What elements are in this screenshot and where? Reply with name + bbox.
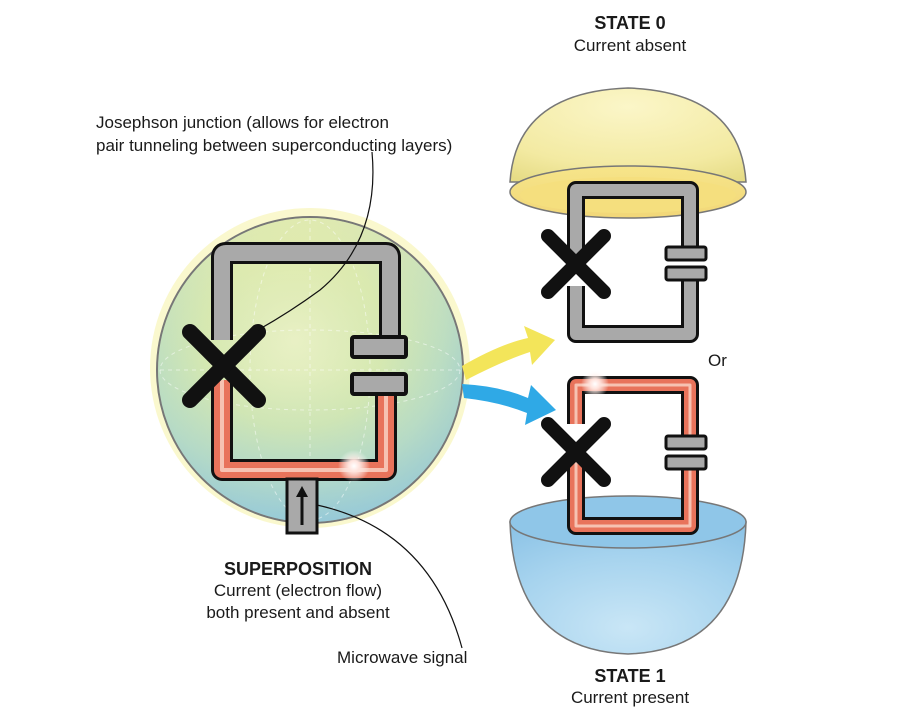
state0-title: STATE 0 (594, 13, 666, 33)
state1-subtitle: Current present (570, 688, 690, 707)
state0-subtitle: Current absent (573, 36, 687, 55)
junction-label-line1: Josephson junction (allows for electron (96, 113, 389, 132)
arrow-to-state0 (462, 326, 555, 380)
blue-bowl (509, 521, 747, 655)
yellow-dome (509, 87, 747, 183)
microwave-leader-line (316, 504, 463, 649)
state1-title: STATE 1 (594, 666, 666, 686)
state1-sparkle (581, 370, 609, 398)
capacitor-plate-top (350, 335, 408, 359)
current-sparkle (338, 450, 370, 482)
junction-leader-line (257, 151, 374, 331)
state1-illustration (509, 370, 747, 655)
superposition-loop (211, 242, 408, 535)
microwave-label: Microwave signal (337, 648, 468, 667)
or-label: Or (708, 351, 727, 370)
state0-illustration (509, 87, 747, 343)
superposition-line1: Current (electron flow) (213, 581, 383, 600)
superposition-title: SUPERPOSITION (223, 559, 373, 579)
capacitor-plate-bottom (350, 372, 408, 396)
junction-label-line2: pair tunneling between superconducting l… (96, 136, 453, 155)
josephson-junction-x (182, 324, 266, 408)
superposition-line2: both present and absent (206, 603, 390, 622)
feed-arrow-head (296, 486, 308, 497)
arrow-to-state1 (462, 384, 556, 425)
